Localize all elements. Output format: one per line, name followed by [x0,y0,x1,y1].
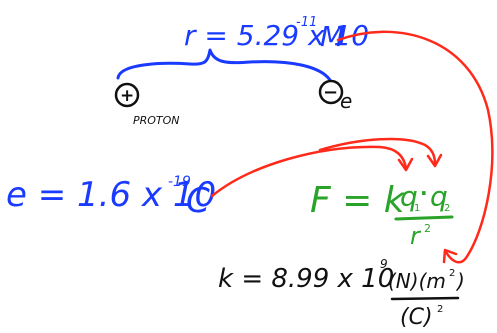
electron-symbol: − [323,82,338,103]
charge-q1-sub: 1 [414,203,420,214]
units-denominator-exp: 2 [437,304,443,315]
coulomb-constant: k = 8.99 x 10 9 (N)(m 2 ) (C) 2 [218,257,465,330]
units-numerator: (N)(m [388,269,446,293]
arrowhead-q2 [426,153,443,168]
constant-lhs: k = 8.99 x 10 [218,264,394,294]
units-denominator: (C) [400,305,433,330]
proton-label: PROTON [133,114,180,127]
radius-label: r = 5.29 x 10 [184,19,369,52]
electron: − e [318,79,352,113]
constant-exponent: 9 [380,257,388,271]
charge-q2: q [430,180,448,213]
electron-circle [318,79,344,105]
arrow-charge-to-q2 [318,137,437,166]
arrowhead-q1 [397,157,414,172]
proton: + PROTON [114,82,180,127]
charge-label: e = 1.6 x 10 [6,175,216,215]
charge-unit: C [186,181,210,221]
units-numerator-exp: 2 [449,268,455,279]
proton-symbol: + [120,86,134,106]
units-fraction-bar [390,296,460,301]
proton-circle [114,82,140,108]
charge-q2-sub: 2 [444,203,450,214]
arrowhead-r2 [442,248,458,264]
radius-brace [116,48,332,82]
charge-q1: q [400,180,418,213]
radius-unit: M [320,20,344,53]
arrow-radius-to-r2 [336,30,494,264]
fraction-bar [394,215,454,221]
multiply-dot: · [420,181,428,205]
units-numerator-close: ) [455,269,465,293]
force-lhs: F = k [310,180,407,221]
charge-exponent: -19 [168,174,191,190]
distance-r: r [410,222,422,250]
electron-subscript: e [340,89,352,113]
arrow-charge-to-q1 [210,145,408,198]
coulomb-law: F = k q 1 · q 2 r 2 [310,180,454,250]
distance-exponent: 2 [424,222,431,235]
radius-exponent: -11 [296,15,317,30]
